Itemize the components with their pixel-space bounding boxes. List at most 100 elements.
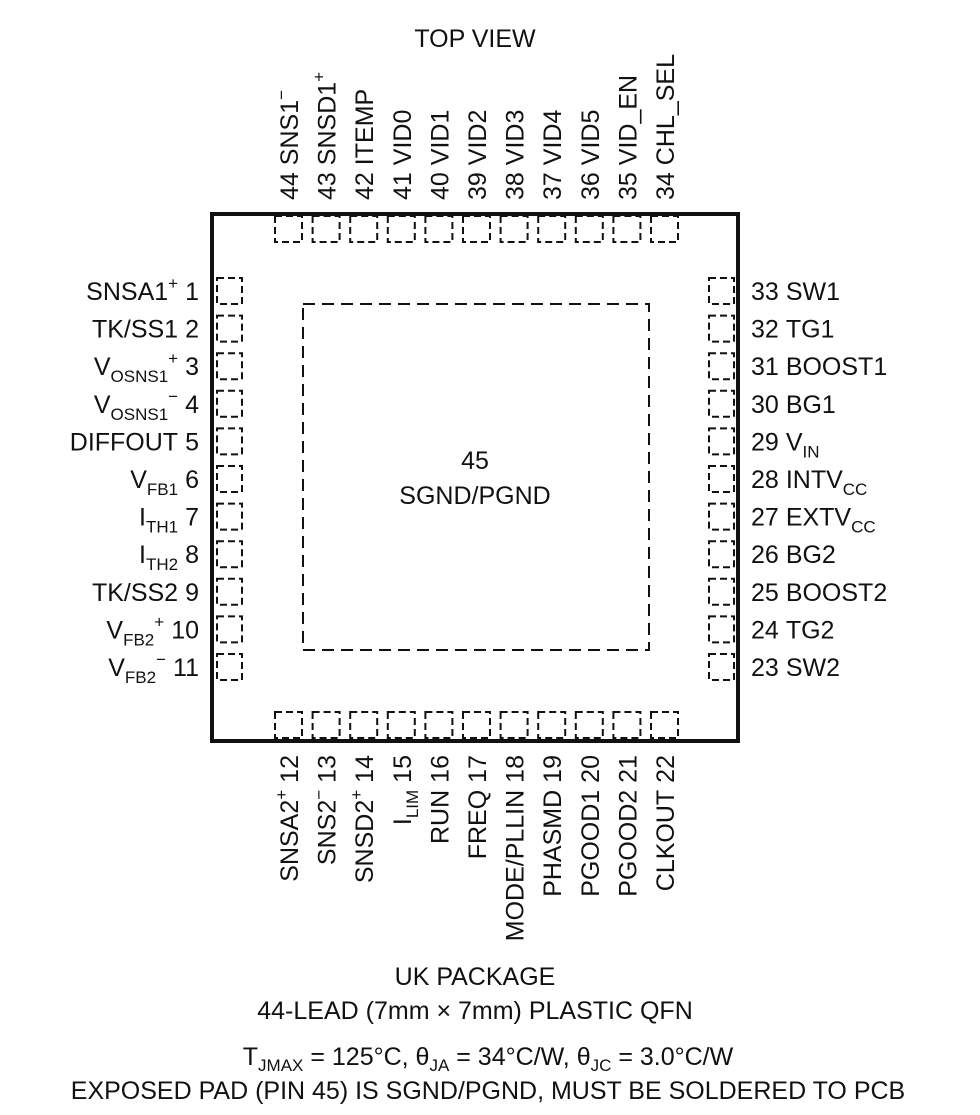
pin-label: 44SNS1− (272, 90, 304, 200)
pin-pad-top (386, 215, 416, 243)
pin-pad-left (216, 502, 243, 531)
pin-pad-top (537, 215, 567, 243)
pin-number: 1 (185, 278, 199, 306)
pin-label: PGOOD2 21 (614, 755, 642, 897)
pin-label: SNSA1+1 (86, 274, 199, 306)
pin-name: TG1 (786, 316, 835, 344)
pin-label: PHASMD19 (539, 755, 567, 897)
pin-name: V (786, 428, 803, 456)
thermal-jc-symbol: θ (577, 1043, 591, 1071)
pin-number: 9 (185, 579, 199, 607)
pin-number: 16 (426, 755, 454, 783)
pin-number: 13 (314, 755, 342, 783)
pin-pad-bottom (574, 711, 604, 739)
pin-superscript: + (272, 790, 291, 800)
pin-subscript: TH1 (146, 518, 178, 537)
pin-number: 41 (389, 172, 417, 200)
pin-label: VOSNS1−4 (94, 387, 199, 424)
pin-name: VID_EN (614, 75, 642, 165)
pin-name: INTV (786, 466, 843, 494)
pin-pad-top (349, 215, 379, 243)
pin-number: 3 (185, 353, 199, 381)
thermal-jc-subscript: JC (591, 1056, 612, 1075)
pin-number: 7 (185, 504, 199, 532)
pin-number: 38 (502, 172, 530, 200)
pin-subscript: OSNS1 (111, 405, 169, 424)
pin-name: EXTV (786, 504, 852, 532)
exposed-pad-number: 45 (461, 447, 489, 475)
pin-name: VID2 (464, 110, 492, 166)
pin-pad-right (708, 389, 735, 418)
pin-pad-top (311, 215, 341, 243)
pin-superscript: + (168, 349, 178, 368)
pin-number: 20 (577, 755, 605, 783)
pin-pad-left (216, 314, 243, 343)
pin-pad-left (216, 352, 243, 381)
pin-pad-right (708, 465, 735, 493)
pin-number: 24 (751, 616, 779, 644)
pin-name: BG1 (786, 391, 836, 419)
pin-number: 8 (185, 541, 199, 569)
pin-name: BG2 (786, 541, 836, 569)
thermal-jc-value: = 3.0°C/W (611, 1043, 733, 1071)
pin-pad-bottom (650, 711, 679, 739)
pin-pad-bottom (424, 711, 454, 739)
pin-label: 35 VID_EN (614, 75, 642, 200)
pin-label: RUN16 (426, 755, 454, 844)
pin-name: BOOST1 (786, 353, 887, 381)
pin-number: 35 (614, 172, 642, 200)
pin-name: I (139, 541, 146, 569)
pin-superscript: − (272, 90, 291, 100)
thermal-tj-subscript: JMAX (258, 1056, 303, 1075)
pin-number: 36 (577, 172, 605, 200)
pin-name: PGOOD2 (614, 790, 642, 897)
pin-pad-bottom (537, 711, 567, 739)
pin-label: SNSD2+14 (347, 755, 379, 883)
pin-pad-top (274, 215, 303, 243)
pin-subscript: CC (851, 518, 876, 537)
pin-number: 33 (751, 278, 779, 306)
pin-pad-left (216, 653, 243, 681)
thermal-ja-symbol: θ (416, 1043, 430, 1071)
pin-subscript: FB2 (125, 668, 156, 687)
pin-pad-right (708, 540, 735, 569)
pin-number: 21 (614, 755, 642, 783)
pin-label: VOSNS1+3 (94, 349, 199, 386)
pin-name: SNSA2 (276, 800, 304, 882)
pin-name: I (389, 818, 417, 825)
exposed-pad-name: SGND/PGND (399, 482, 550, 510)
thermal-tj-value: = 125°C, (303, 1043, 415, 1071)
pin-label: 42ITEMP (351, 89, 379, 200)
package-body (210, 212, 740, 743)
pin-pad-right (708, 502, 735, 531)
pin-number: 34 (652, 172, 680, 200)
pin-number: 27 (751, 504, 779, 532)
pin-pad-top (424, 215, 454, 243)
pin-label: 34CHL_SEL (652, 54, 680, 200)
pin-pad-left (216, 540, 243, 569)
pin-name: ITEMP (351, 89, 379, 165)
pin-label: 40VID1 (426, 110, 454, 200)
pin-number: 30 (751, 391, 779, 419)
pin-label: SNSA2+12 (272, 755, 304, 882)
thermal-ja-value: = 34°C/W, (449, 1043, 576, 1071)
pin-name: V (130, 466, 147, 494)
pin-pad-right (708, 653, 735, 681)
pin-name: CLKOUT (652, 790, 680, 891)
pin-number: 39 (464, 172, 492, 200)
pin-superscript: + (310, 72, 329, 82)
pin-subscript: TH2 (146, 555, 178, 574)
pin-pad-top (650, 215, 679, 243)
pin-pad-bottom (612, 711, 642, 739)
pin-pad-left (216, 615, 243, 644)
pin-label: FREQ17 (464, 755, 492, 859)
pin-name: TK/SS1 (92, 316, 178, 344)
